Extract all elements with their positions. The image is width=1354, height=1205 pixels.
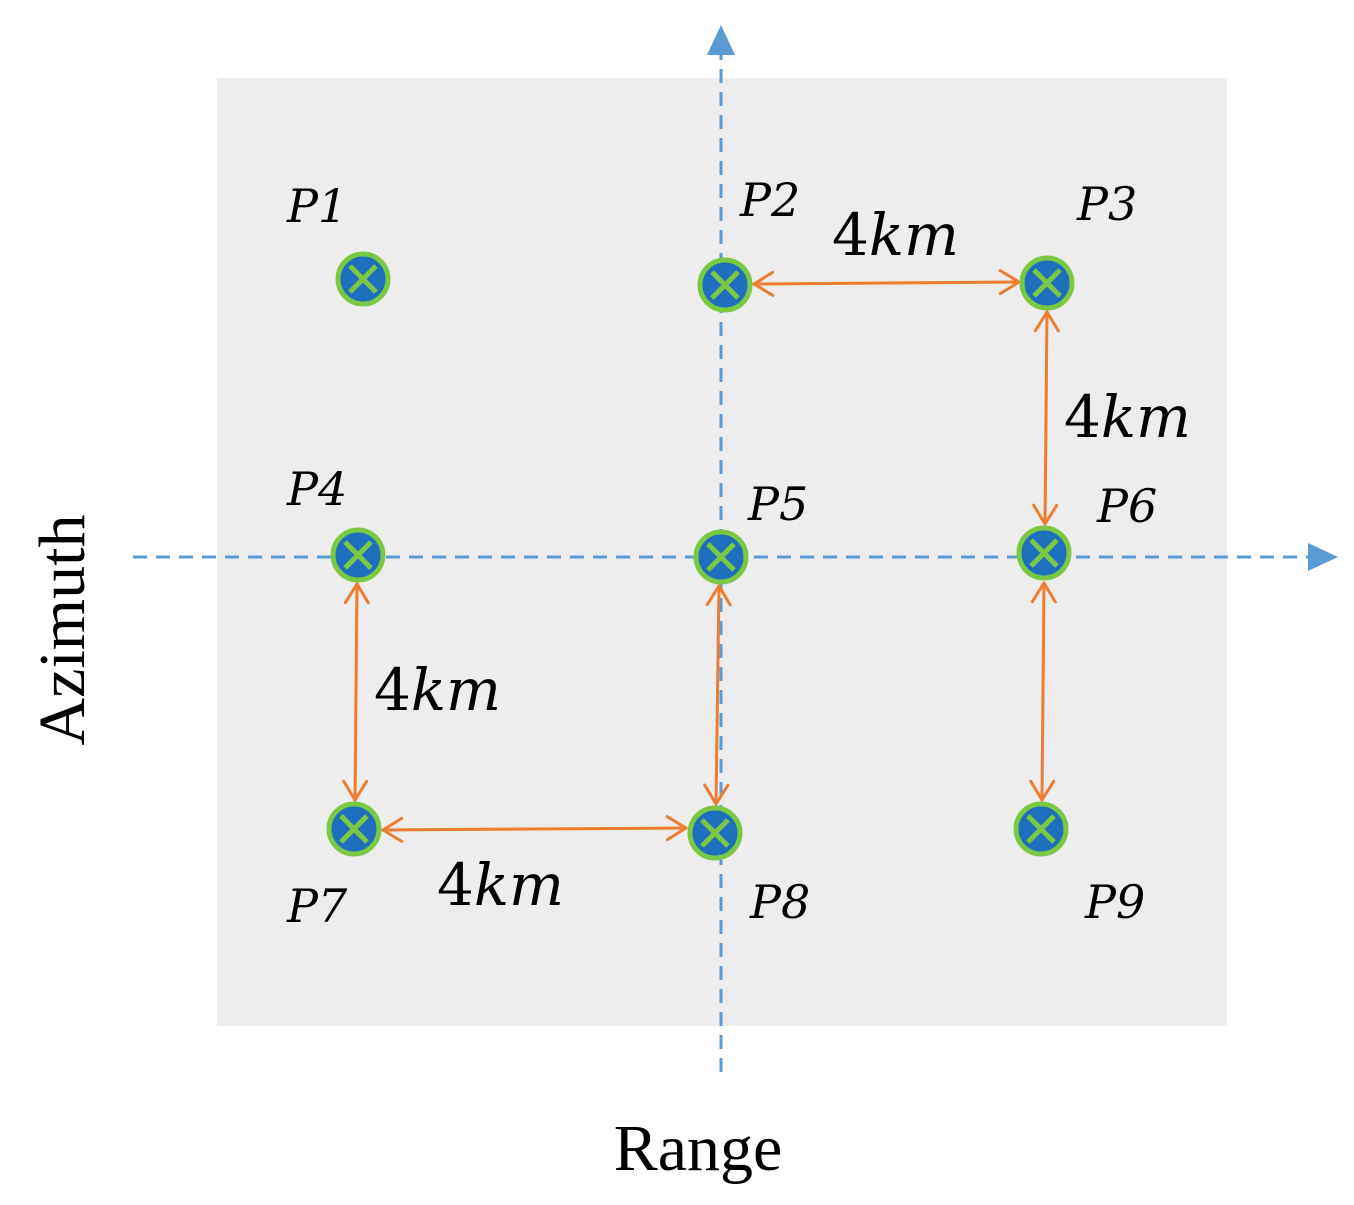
point-marker-p3 xyxy=(1019,255,1075,311)
azimuth-axis-arrowhead xyxy=(707,25,735,55)
point-marker-p6 xyxy=(1016,525,1072,581)
arrow-p7-p8 xyxy=(381,815,688,843)
point-marker-p8 xyxy=(687,805,743,861)
point-label-p3: P3 xyxy=(1076,177,1137,231)
point-label-p2: P2 xyxy=(739,173,800,227)
point-marker-p5 xyxy=(693,529,749,585)
point-marker-p2 xyxy=(697,257,753,313)
point-label-p5: P5 xyxy=(747,477,808,531)
point-label-p1: P1 xyxy=(286,179,347,233)
distance-label-p3-p6: 4km xyxy=(1064,383,1191,451)
range-axis-arrowhead xyxy=(1308,543,1338,571)
point-marker-p7 xyxy=(326,801,382,857)
azimuth-axis-label: Azimuth xyxy=(26,515,99,746)
point-label-p7: P7 xyxy=(286,879,348,933)
arrow-p5-p8 xyxy=(703,584,732,806)
point-marker-p4 xyxy=(330,527,386,583)
point-marker-p1 xyxy=(335,251,391,307)
point-marker-p9 xyxy=(1013,801,1069,857)
distance-label-p2-p3: 4km xyxy=(832,201,959,269)
arrow-p3-p6 xyxy=(1032,310,1060,526)
point-markers xyxy=(326,251,1075,861)
point-label-p6: P6 xyxy=(1096,479,1157,533)
point-label-p9: P9 xyxy=(1084,875,1145,929)
arrow-p2-p3 xyxy=(752,269,1021,297)
arrow-p4-p7 xyxy=(342,582,370,802)
point-label-p4: P4 xyxy=(286,462,347,516)
range-axis-label: Range xyxy=(614,1112,783,1185)
distance-label-p7-p8: 4km xyxy=(437,851,564,919)
point-label-p8: P8 xyxy=(749,875,810,929)
distance-arrows xyxy=(342,269,1060,843)
arrow-p6-p9 xyxy=(1029,581,1057,802)
distance-label-p4-p7: 4km xyxy=(374,656,501,724)
